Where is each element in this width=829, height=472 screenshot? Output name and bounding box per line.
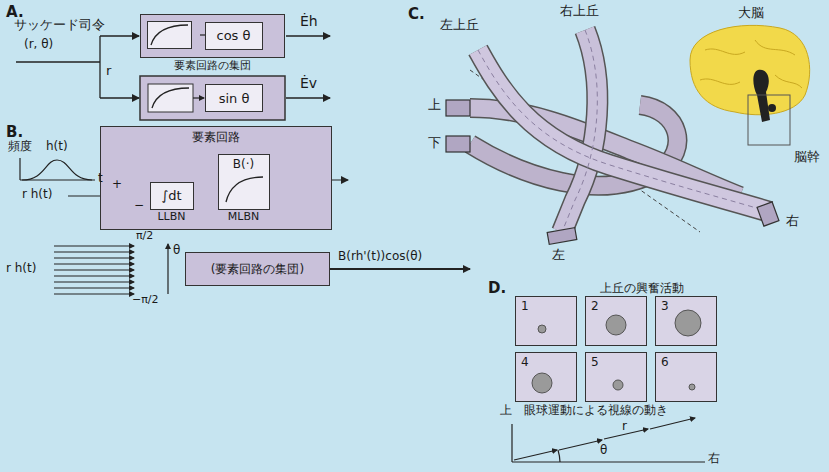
saturation-curve bbox=[147, 21, 213, 51]
annotation: θ bbox=[600, 444, 607, 457]
annotation: − bbox=[134, 199, 144, 212]
annotation: (r, θ) bbox=[24, 38, 53, 51]
panel-number: 3 bbox=[661, 299, 669, 313]
annotation: Ėh bbox=[300, 14, 318, 29]
saturation-curve bbox=[223, 173, 265, 205]
annotation: 脳幹 bbox=[794, 150, 820, 164]
panel-number: 1 bbox=[521, 299, 529, 313]
box-label: ∫dt bbox=[161, 188, 181, 203]
circuit-box: ∫dtLLBN bbox=[150, 182, 194, 210]
box-label: (要素回路の集団) bbox=[211, 261, 304, 278]
annotation: 上 bbox=[500, 404, 512, 417]
activity-panel: 4 bbox=[515, 352, 577, 402]
activity-panel: 6 bbox=[655, 352, 717, 402]
panel-letter: C. bbox=[408, 6, 425, 23]
annotation: r h(t) bbox=[22, 188, 52, 201]
box-caption: MLBN bbox=[228, 210, 259, 223]
annotation: 頻度 bbox=[8, 140, 32, 153]
activity-panel: 5 bbox=[585, 352, 647, 402]
annotation: θ bbox=[173, 244, 180, 257]
box-caption: LLBN bbox=[157, 210, 185, 223]
panel-number: 4 bbox=[521, 355, 529, 369]
annotation: 眼球運動による視線の動き bbox=[524, 404, 668, 417]
annotation: r bbox=[106, 64, 111, 78]
annotation: + bbox=[112, 178, 122, 191]
annotation: 下 bbox=[428, 136, 441, 150]
annotation: Ėv bbox=[300, 76, 317, 91]
box-label: cos θ bbox=[217, 28, 251, 43]
circuit-box: 要素回路∫dtLLBNB(·)MLBN bbox=[100, 126, 332, 230]
annotation: 左上丘 bbox=[440, 18, 479, 32]
panel-number: 5 bbox=[591, 355, 599, 369]
panel-letter: B. bbox=[6, 124, 23, 141]
annotation: 左 bbox=[552, 248, 565, 262]
annotation: 右上丘 bbox=[560, 4, 599, 18]
annotation: h(t) bbox=[46, 140, 68, 153]
activity-panel: 2 bbox=[585, 296, 647, 346]
annotation: 上 bbox=[428, 98, 441, 112]
annotation: 上丘の興奮活動 bbox=[600, 282, 684, 295]
panel-letter: D. bbox=[488, 280, 506, 297]
box-caption: 要素回路の集団 bbox=[174, 58, 251, 73]
circuit-box: B(·)MLBN bbox=[218, 154, 270, 210]
annotation: 大脳 bbox=[738, 6, 764, 20]
circuit-box: cos θ bbox=[205, 22, 263, 50]
annotation: t bbox=[98, 172, 103, 185]
annotation: サッケード司令 bbox=[14, 18, 105, 32]
box-label: sin θ bbox=[219, 91, 250, 106]
circuit-box: sin θ bbox=[205, 84, 263, 112]
panel-number: 6 bbox=[661, 355, 669, 369]
box-label: B(·) bbox=[233, 157, 254, 171]
circuit-box: (要素回路の集団) bbox=[185, 252, 330, 286]
box-label: 要素回路 bbox=[192, 129, 240, 146]
annotation: −π/2 bbox=[132, 294, 159, 306]
annotation: 右 bbox=[708, 452, 720, 465]
annotation: r bbox=[622, 420, 627, 433]
annotation: r h(t) bbox=[6, 262, 36, 275]
annotation: π/2 bbox=[136, 230, 153, 242]
annotation: B(rh'(t))cos(θ) bbox=[338, 250, 422, 263]
panel-number: 2 bbox=[591, 299, 599, 313]
circuit-box: 要素回路の集団cos θ bbox=[140, 14, 285, 58]
annotation: 右 bbox=[786, 214, 799, 228]
activity-panel: 1 bbox=[515, 296, 577, 346]
activity-panel: 3 bbox=[655, 296, 717, 346]
